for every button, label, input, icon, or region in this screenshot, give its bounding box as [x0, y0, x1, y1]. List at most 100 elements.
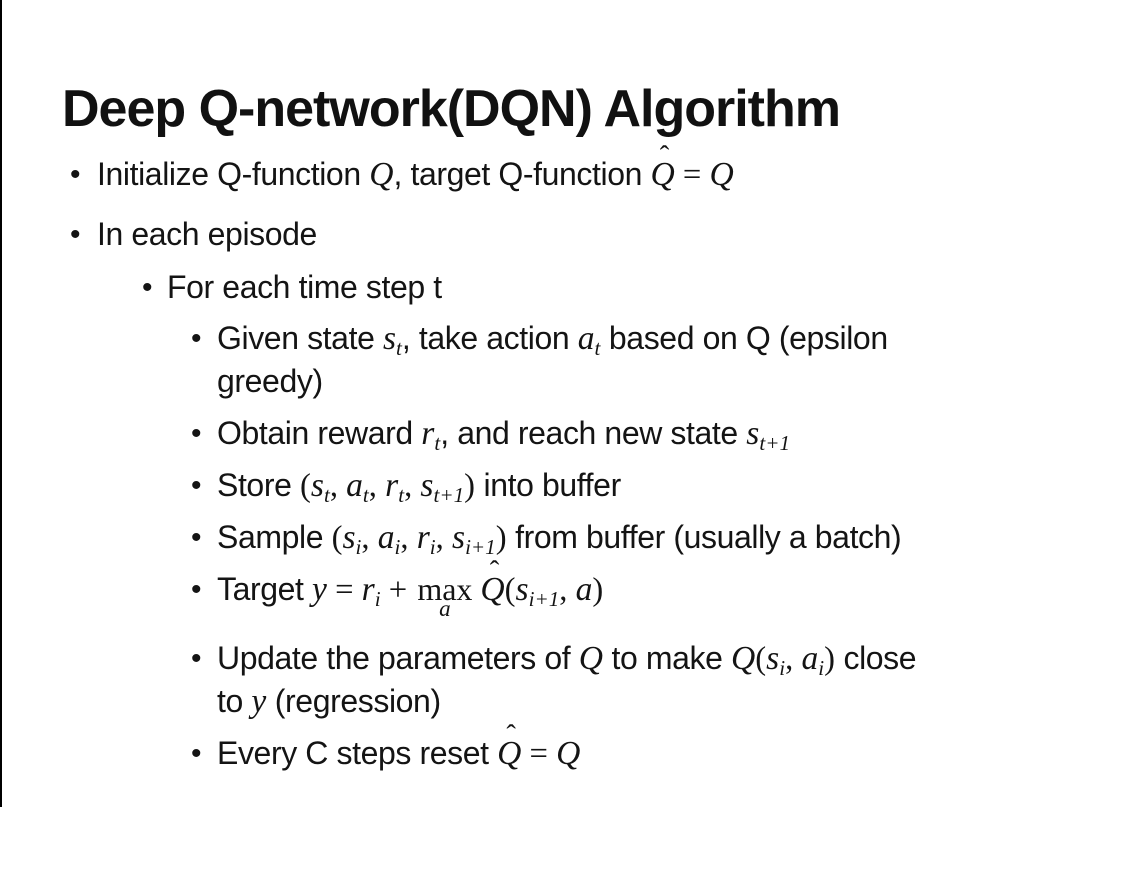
- math-operator: (: [331, 520, 343, 556]
- math-var: r: [361, 571, 375, 608]
- text-segment: based on Q (epsilon: [600, 320, 888, 356]
- bullet-item: Obtain reward rt, and reach new state st…: [0, 412, 1124, 455]
- hat-accent: ˆ: [506, 720, 516, 752]
- hat-accent: ˆ: [659, 141, 670, 173]
- math-var: s: [310, 467, 324, 504]
- bullet-item: For each time step t: [0, 266, 1124, 309]
- math-var: r: [385, 467, 399, 504]
- math-var: a: [377, 519, 395, 556]
- math-subscript: i: [429, 535, 436, 560]
- hat-accent: ˆ: [489, 556, 500, 588]
- math-subscript: i+1: [528, 587, 560, 612]
- math-var: Q: [369, 156, 394, 193]
- math-operator: ): [495, 520, 507, 556]
- math-var: r: [421, 415, 435, 452]
- math-operator: ,: [368, 468, 386, 504]
- math-operator: =: [674, 157, 710, 193]
- bullet-list: Initialize Q-function Q, target Q-functi…: [0, 143, 1124, 775]
- math-var: a: [346, 467, 363, 504]
- math-var: Q: [480, 571, 505, 608]
- text-segment: close: [834, 640, 917, 676]
- text-segment: Every C steps reset: [217, 735, 498, 771]
- math-var: a: [575, 571, 593, 608]
- math-subscript: i: [355, 535, 362, 560]
- text-segment: , take action: [401, 320, 578, 356]
- text-segment: Target: [217, 571, 313, 607]
- math-var: a: [577, 320, 595, 357]
- math-operator: ,: [400, 520, 417, 556]
- math-operator: =: [521, 736, 557, 772]
- slide-title: Deep Q-network(DQN) Algorithm: [62, 79, 841, 138]
- math-subscript: i: [394, 535, 401, 560]
- math-subscript: t: [323, 483, 330, 508]
- text-segment: to make: [603, 640, 732, 676]
- math-var: s: [382, 320, 397, 357]
- math-subscript: t: [594, 336, 601, 361]
- math-var: y: [312, 571, 327, 608]
- math-operator: ,: [785, 641, 802, 677]
- text-segment: Obtain reward: [217, 415, 422, 451]
- math-var: s: [451, 519, 466, 556]
- text-segment: In each episode: [97, 216, 317, 252]
- math-subscript: t: [362, 483, 369, 508]
- math-var: r: [416, 519, 430, 556]
- math-var: Q: [650, 156, 675, 193]
- bullet-item-continuation: to y (regression): [0, 680, 1124, 723]
- text-segment: For each time step t: [167, 269, 442, 305]
- text-segment: into buffer: [475, 467, 621, 503]
- math-operator: ): [592, 572, 604, 608]
- math-subscript: t: [396, 336, 402, 361]
- text-segment: Update the parameters of: [217, 640, 579, 676]
- math-subscript: t+1: [759, 431, 791, 456]
- math-subscript: t: [434, 431, 441, 456]
- text-segment: from buffer (usually a batch): [506, 519, 902, 555]
- math-var: Q: [556, 735, 581, 772]
- math-operator: +: [380, 572, 416, 608]
- math-subscript: i: [779, 656, 786, 681]
- math-operator: ,: [559, 572, 576, 608]
- bullet-item: Given state st, take action at based on …: [0, 317, 1124, 360]
- text-segment: Store: [217, 467, 300, 503]
- math-var: s: [515, 571, 529, 608]
- math-operator: (: [755, 641, 767, 677]
- text-segment: (regression): [266, 683, 441, 719]
- math-operator: ): [824, 641, 835, 677]
- bullet-item-continuation: greedy): [0, 360, 1124, 403]
- math-var: Q: [497, 735, 522, 772]
- text-segment: Initialize Q-function: [97, 156, 370, 192]
- slide-left-border: [0, 0, 2, 807]
- math-operator: ,: [361, 520, 378, 556]
- math-operator: ,: [435, 520, 452, 556]
- math-var: Q: [709, 156, 734, 193]
- bullet-item: Store (st, at, rt, st+1) into buffer: [0, 464, 1124, 507]
- math-var: s: [342, 519, 356, 556]
- bullet-item: Sample (si, ai, ri, si+1) from buffer (u…: [0, 516, 1124, 559]
- bullet-item: In each episode: [0, 213, 1124, 256]
- math-operator: =: [326, 572, 362, 608]
- math-subscript: t: [398, 483, 405, 508]
- operator-subscript: a: [439, 594, 451, 621]
- math-var: s: [766, 640, 780, 677]
- math-operator: (: [504, 572, 516, 608]
- math-subscript: t+1: [433, 483, 465, 508]
- math-operator: ,: [329, 468, 347, 504]
- text-segment: Sample: [217, 519, 332, 555]
- text-segment: to: [217, 683, 252, 719]
- bullet-item: Initialize Q-function Q, target Q-functi…: [0, 143, 1124, 196]
- math-subscript: i+1: [465, 535, 496, 560]
- math-subscript: i: [818, 656, 825, 681]
- math-var: Q: [578, 640, 604, 677]
- math-var: s: [420, 467, 434, 504]
- math-var: y: [251, 683, 267, 720]
- text-segment: greedy): [217, 363, 323, 399]
- math-var: s: [746, 415, 760, 452]
- math-var: Q: [731, 640, 756, 677]
- math-operator: ,: [404, 468, 421, 504]
- bullet-item: Every C steps reset ˆQ = Q: [0, 722, 1124, 775]
- text-segment: Given state: [217, 320, 383, 356]
